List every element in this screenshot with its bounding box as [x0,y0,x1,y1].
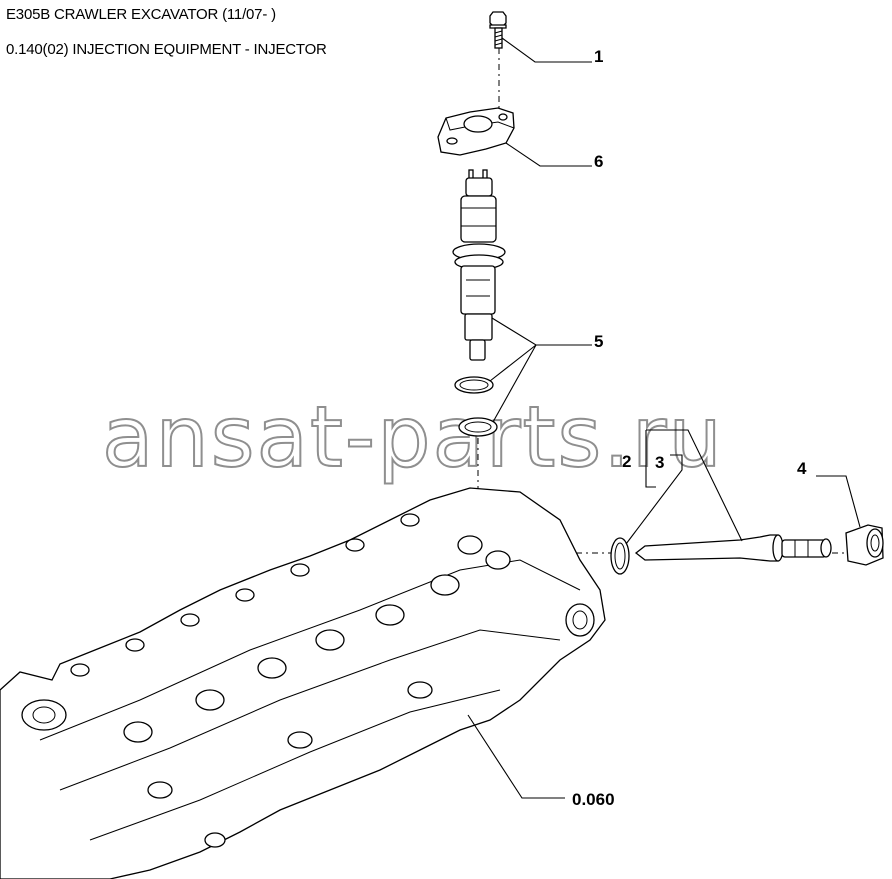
part-bolt[interactable] [489,11,507,49]
leader-5c [492,344,537,423]
bracket-2 [645,430,656,488]
part-injector[interactable] [452,169,506,361]
callout-5: 5 [594,332,603,351]
part-nut[interactable] [845,524,884,566]
callout-ref-0060: 0.060 [572,790,615,809]
callout-3: 3 [655,453,664,472]
watermark: ansat-parts.ru [102,388,724,486]
part-seal-upper[interactable] [454,376,494,394]
diagram-subtitle: 0.140(02) INJECTION EQUIPMENT - INJECTOR [6,41,327,58]
leader-4 [816,475,861,528]
leader-ref [467,714,565,799]
leader-1 [501,37,592,63]
leader-5b [489,344,537,382]
part-o-ring[interactable] [610,537,630,575]
callout-6: 6 [594,152,603,171]
leader-5a [491,317,592,346]
callout-4: 4 [797,459,807,478]
callout-2: 2 [622,452,631,471]
part-seal-lower[interactable] [458,417,498,437]
leader-2 [646,429,743,542]
part-fuel-connector[interactable] [634,534,832,562]
leader-3 [625,454,683,545]
leader-6 [505,142,592,167]
diagram-title: E305B CRAWLER EXCAVATOR (11/07- ) [6,6,276,23]
callout-1: 1 [594,47,603,66]
part-clamp-bracket[interactable] [437,107,515,156]
cylinder-head [0,487,606,879]
